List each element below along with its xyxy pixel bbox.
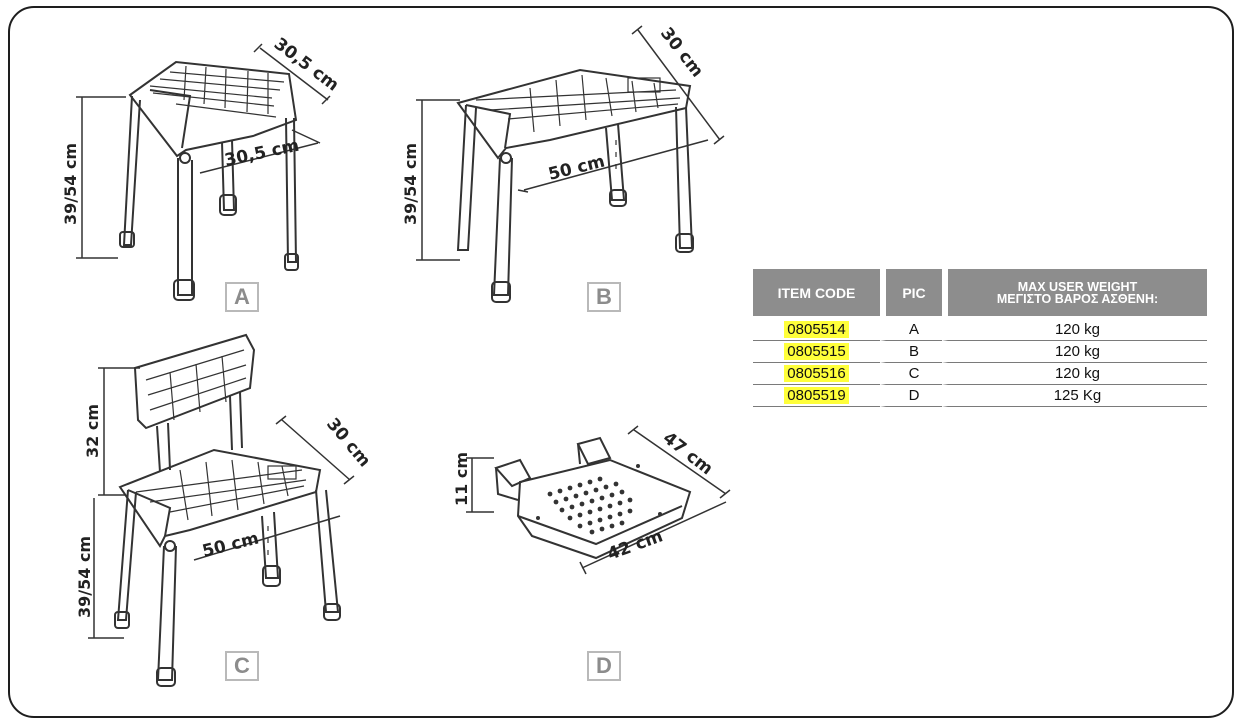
header-item-code: ITEM CODE	[753, 269, 880, 319]
bench-b-svg: 39/54 cm 30 cm 50 cm	[401, 24, 725, 303]
chair-c-back-height-label: 32 cm	[83, 404, 102, 458]
chair-c-drawing: 32 cm 39/54 cm 30 cm 50 cm	[0, 320, 380, 700]
stool-a-height-label: 39/54 cm	[61, 143, 80, 225]
wallseat-d-svg: 11 cm 47 cm 42 cm	[452, 425, 731, 575]
row-weight: 120 kg	[942, 363, 1207, 385]
item-code: 0805514	[784, 321, 849, 338]
bench-b-drawing: 39/54 cm 30 cm 50 cm	[380, 0, 740, 320]
bench-b-letter: B	[587, 282, 621, 312]
stool-a-letter: A	[225, 282, 259, 312]
wallseat-d-height-label: 11 cm	[452, 452, 471, 506]
chair-c-letter: C	[225, 651, 259, 681]
row-weight: 120 kg	[942, 319, 1207, 341]
row-code-cell: 0805519	[753, 385, 880, 407]
bench-b-width-label: 50 cm	[546, 152, 607, 185]
table-row: 0805514 A 120 kg	[753, 319, 1207, 341]
wallseat-d-drawing: 11 cm 47 cm 42 cm	[430, 420, 750, 600]
row-code-cell: 0805514	[753, 319, 880, 341]
item-code: 0805515	[784, 343, 849, 360]
wallseat-d-letter: D	[587, 651, 621, 681]
bench-b-height-label: 39/54 cm	[401, 143, 420, 225]
stool-a-svg: 39/54 cm 30,5 cm 30,5 cm	[61, 34, 342, 301]
wallseat-d-width-label: 42 cm	[605, 526, 666, 564]
chair-c-height-label: 39/54 cm	[75, 536, 94, 618]
table-row: 0805515 B 120 kg	[753, 341, 1207, 363]
chair-c-width-label: 50 cm	[200, 529, 261, 562]
chair-c-svg: 32 cm 39/54 cm 30 cm 50 cm	[75, 333, 374, 687]
row-pic: D	[880, 385, 942, 407]
bench-b-depth-label: 30 cm	[656, 24, 707, 82]
stool-a-width-label: 30,5 cm	[223, 136, 301, 171]
header-weight-line2: ΜΕΓΙΣΤΟ ΒΑΡΟΣ ΑΣΘΕΝΗ:	[996, 291, 1159, 306]
header-weight-line1: MAX USER WEIGHT	[1017, 279, 1138, 294]
row-pic: B	[880, 341, 942, 363]
row-pic: A	[880, 319, 942, 341]
row-code-cell: 0805515	[753, 341, 880, 363]
item-code: 0805516	[784, 365, 849, 382]
row-weight: 125 Kg	[942, 385, 1207, 407]
row-pic: C	[880, 363, 942, 385]
table-row: 0805516 C 120 kg	[753, 363, 1207, 385]
row-code-cell: 0805516	[753, 363, 880, 385]
stool-a-drawing: 39/54 cm 30,5 cm 30,5 cm	[0, 0, 360, 320]
header-pic: PIC	[880, 269, 942, 319]
item-code: 0805519	[784, 387, 849, 404]
row-weight: 120 kg	[942, 341, 1207, 363]
table-row: 0805519 D 125 Kg	[753, 385, 1207, 407]
